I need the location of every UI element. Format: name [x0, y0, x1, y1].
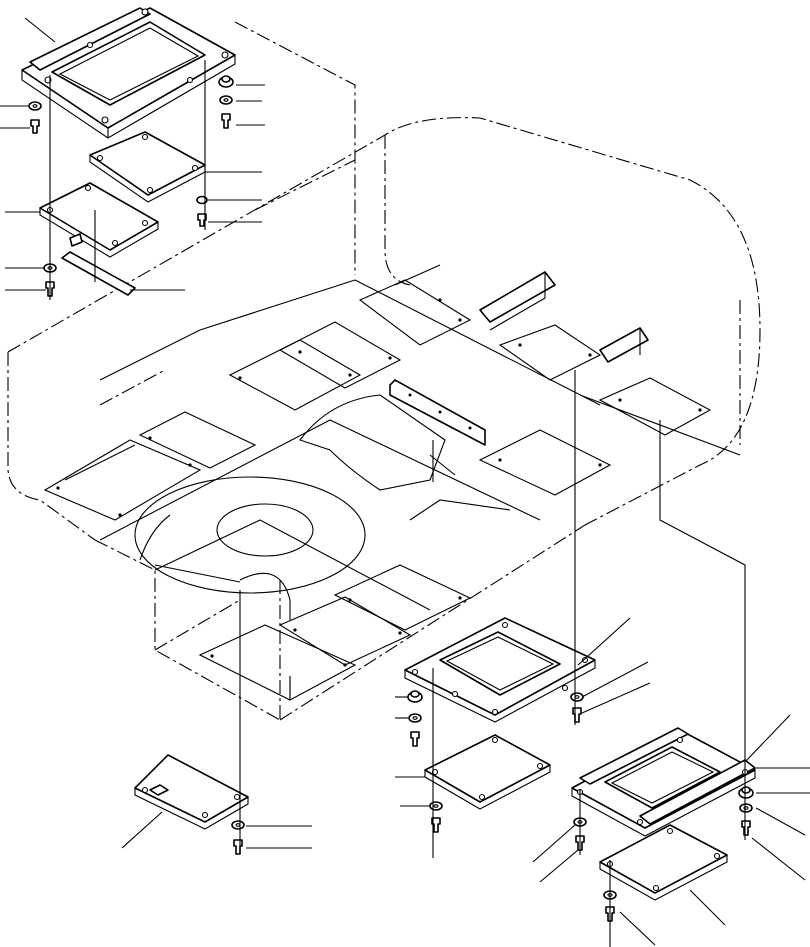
- frame-body: [7, 117, 761, 721]
- fasteners-center: [407, 690, 584, 833]
- cover-center-lower: [424, 734, 551, 810]
- callout-leaders: [0, 17, 810, 947]
- fasteners-right: [573, 786, 754, 922]
- cover-plate-right: [571, 727, 756, 837]
- fasteners-bottom-left: [231, 820, 245, 855]
- cover-plate-top-left: [21, 7, 236, 139]
- cover-right-lower: [599, 824, 728, 901]
- frame-rails: [389, 271, 649, 446]
- cover-plate-center: [404, 617, 596, 723]
- assembly-centerlines: [49, 21, 746, 925]
- seal-strip: [61, 251, 136, 296]
- cover-bottom-left: [134, 754, 249, 830]
- cover-small-left: [39, 182, 159, 258]
- deck-slots: [43, 264, 712, 701]
- cover-mid-left: [89, 131, 206, 203]
